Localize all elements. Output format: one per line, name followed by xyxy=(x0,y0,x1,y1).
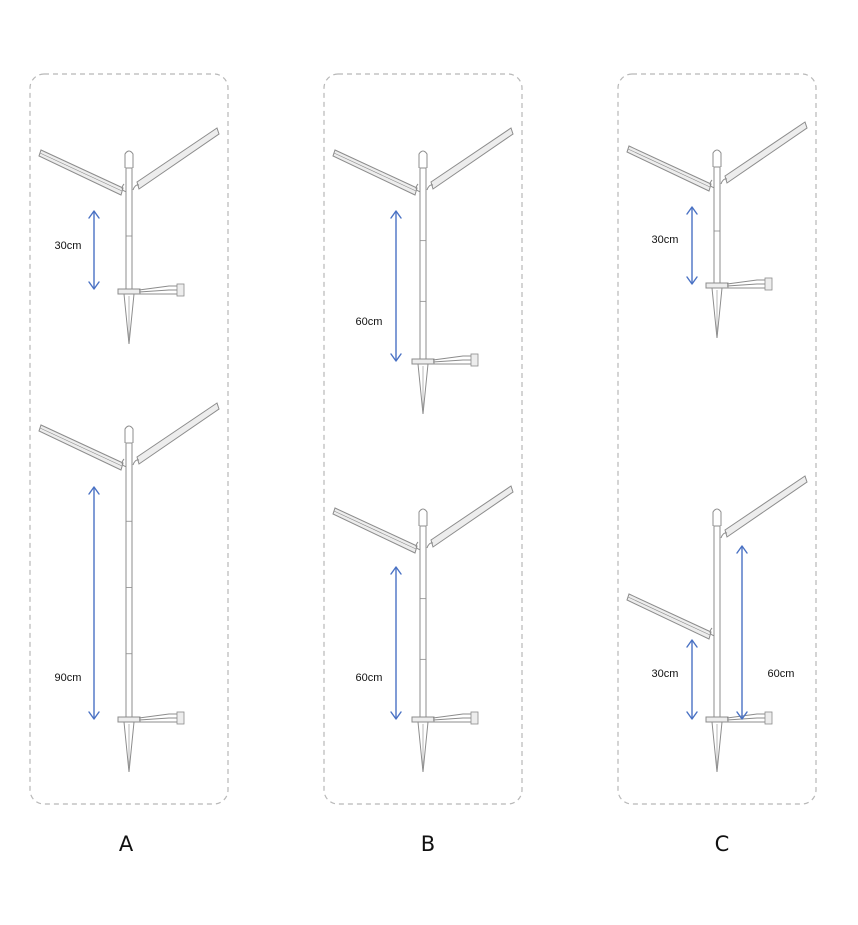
panel-a: 30cm 90cm xyxy=(29,73,229,805)
dimension-label: 30cm xyxy=(652,668,679,680)
connector-plugs xyxy=(176,711,185,725)
panel-c-label: C xyxy=(714,832,730,856)
base-plate xyxy=(411,716,435,723)
pole xyxy=(419,167,427,363)
connector-plugs xyxy=(470,711,479,725)
lamp-config-b-2: 60cm xyxy=(332,485,514,773)
dimension-arrow: 30cm xyxy=(652,639,698,720)
left-light-bar-edge xyxy=(627,148,711,188)
cable-connectors xyxy=(432,355,475,365)
arrowhead-top xyxy=(390,210,402,219)
pole-head xyxy=(124,150,134,168)
right-light-bar xyxy=(136,127,220,190)
right-arm-joint xyxy=(132,459,140,466)
arrowhead-bottom xyxy=(736,711,748,720)
dimension-label: 60cm xyxy=(768,668,795,680)
pole-head xyxy=(124,425,134,443)
right-arm-joint xyxy=(720,532,728,539)
arrowhead-top xyxy=(686,639,698,648)
right-arm-joint xyxy=(132,184,140,191)
left-light-bar xyxy=(332,149,418,196)
left-light-bar-edge xyxy=(333,510,417,550)
right-arm-joint xyxy=(426,184,434,191)
dimension-label: 60cm xyxy=(356,672,383,684)
lamp-config-c-1: 30cm xyxy=(626,121,808,339)
right-light-bar xyxy=(430,127,514,190)
left-light-bar xyxy=(38,149,124,196)
right-light-bar xyxy=(136,402,220,465)
panel-a-label: A xyxy=(118,832,134,856)
connector-plugs xyxy=(470,353,479,367)
lamp-config-a-1: 30cm xyxy=(38,127,220,345)
arrowhead-bottom xyxy=(686,276,698,285)
left-light-bar-edge xyxy=(333,152,417,192)
dimension-arrow: 30cm xyxy=(652,206,698,285)
cable-connectors xyxy=(432,713,475,723)
base-plate xyxy=(705,282,729,289)
left-light-bar-edge xyxy=(39,152,123,192)
right-light-bar xyxy=(724,121,808,184)
arrowhead-top xyxy=(88,210,100,219)
left-light-bar xyxy=(332,507,418,554)
right-arm-joint xyxy=(426,542,434,549)
dimension-label: 30cm xyxy=(652,234,679,246)
arrowhead-bottom xyxy=(686,711,698,720)
arrowhead-top xyxy=(390,566,402,575)
dimension-arrow: 30cm xyxy=(55,210,100,290)
panel-c-frame xyxy=(617,73,817,805)
panel-c: 30cm 30cm 60cm xyxy=(617,73,817,805)
pole-head xyxy=(712,508,722,526)
pole xyxy=(125,442,133,721)
dimension-label: 90cm xyxy=(55,672,82,684)
panel-b-frame xyxy=(323,73,523,805)
connector-plugs xyxy=(764,711,773,725)
base-plate xyxy=(705,716,729,723)
pole xyxy=(125,167,133,293)
pole-head xyxy=(418,508,428,526)
left-light-bar xyxy=(626,593,712,640)
arrowhead-bottom xyxy=(88,281,100,290)
panel-b: 60cm 60cm xyxy=(323,73,523,805)
dimension-arrow: 90cm xyxy=(55,486,100,720)
right-light-bar xyxy=(430,485,514,548)
arrowhead-bottom xyxy=(390,711,402,720)
dimension-label: 60cm xyxy=(356,316,383,328)
pole-head xyxy=(418,150,428,168)
connector-plugs xyxy=(764,277,773,291)
pole xyxy=(419,525,427,721)
arrowhead-top xyxy=(686,206,698,215)
arrowhead-top xyxy=(736,545,748,554)
right-arm-joint xyxy=(720,178,728,185)
dimension-label: 30cm xyxy=(55,240,82,252)
pole-head xyxy=(712,149,722,167)
panel-b-label: B xyxy=(420,832,436,856)
lamp-config-a-2: 90cm xyxy=(38,402,220,773)
lamp-config-c-2: 30cm 60cm xyxy=(626,475,808,773)
connector-plugs xyxy=(176,283,185,297)
lamp-config-b-1: 60cm xyxy=(332,127,514,415)
base-plate xyxy=(117,716,141,723)
base-plate xyxy=(411,358,435,365)
base-plate xyxy=(117,288,141,295)
arrowhead-bottom xyxy=(390,353,402,362)
arrowhead-top xyxy=(88,486,100,495)
left-light-bar-edge xyxy=(39,427,123,467)
cable-connectors xyxy=(726,713,769,723)
left-light-bar-edge xyxy=(627,596,711,636)
panel-a-frame xyxy=(29,73,229,805)
cable-connectors xyxy=(138,713,181,723)
left-light-bar xyxy=(626,145,712,192)
left-light-bar xyxy=(38,424,124,471)
cable-connectors xyxy=(138,285,181,295)
pole xyxy=(713,525,721,721)
arrowhead-bottom xyxy=(88,711,100,720)
cable-connectors xyxy=(726,279,769,289)
dimension-arrow: 60cm xyxy=(356,566,402,720)
dimension-arrow: 60cm xyxy=(356,210,402,362)
pole xyxy=(713,166,721,287)
right-light-bar xyxy=(724,475,808,538)
dimension-arrow: 60cm xyxy=(736,545,795,720)
